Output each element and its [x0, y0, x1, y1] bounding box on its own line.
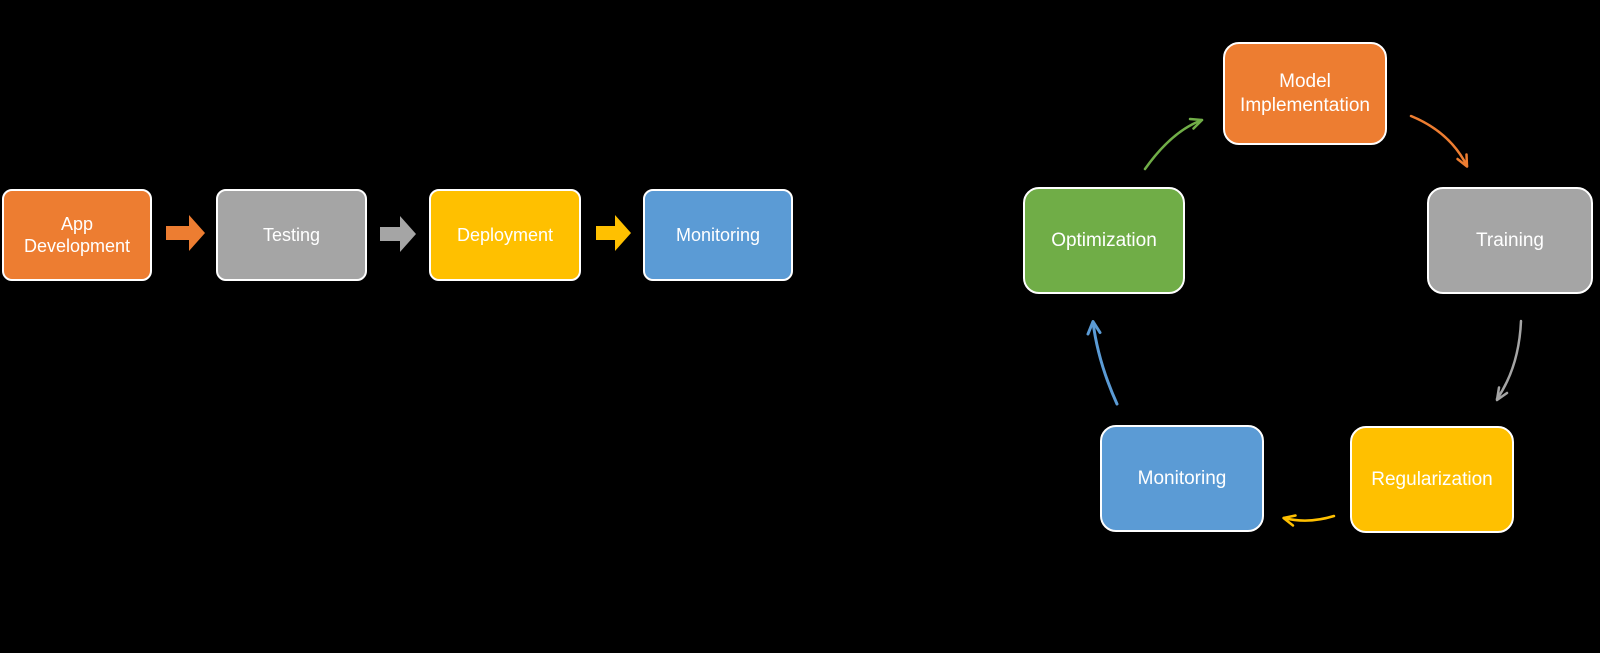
flow-step-testing: Testing: [216, 189, 367, 281]
cycle-step-model-implementation: Model Implementation: [1223, 42, 1387, 145]
flow-step-label: Deployment: [456, 224, 554, 245]
arrow-optimization-to-model-implementation-icon: [1143, 117, 1204, 171]
cycle-step-label: Training: [1476, 229, 1544, 251]
cycle-step-regularization: Regularization: [1350, 426, 1514, 533]
cycle-step-training: Training: [1427, 187, 1593, 294]
flow-step-deployment: Deployment: [429, 189, 581, 281]
cycle-step-monitoring: Monitoring: [1100, 425, 1264, 532]
cycle-step-label: Model Implementation: [1240, 70, 1370, 116]
flow-step-label: Testing: [262, 224, 321, 245]
cycle-step-optimization: Optimization: [1023, 187, 1185, 294]
arrow-monitoring-to-optimization-icon: [1086, 320, 1119, 406]
arrow-model-implementation-to-training-icon: [1409, 114, 1469, 168]
block-arrow-appdev-to-testing-icon: [166, 215, 205, 251]
cycle-step-label: Monitoring: [1137, 467, 1227, 489]
cycle-step-label: Regularization: [1371, 468, 1493, 490]
cycle-step-label: Optimization: [1051, 229, 1157, 251]
flow-step-label: App Development: [23, 213, 131, 257]
arrow-regularization-to-monitoring-icon: [1282, 514, 1336, 527]
arrow-training-to-regularization-icon: [1495, 319, 1523, 402]
block-arrow-deployment-to-monitoring-icon: [596, 215, 631, 251]
block-arrow-testing-to-deployment-icon: [380, 216, 416, 252]
flow-step-monitoring: Monitoring: [643, 189, 793, 281]
flow-step-label: Monitoring: [675, 224, 761, 245]
flow-step-app-development: App Development: [2, 189, 152, 281]
